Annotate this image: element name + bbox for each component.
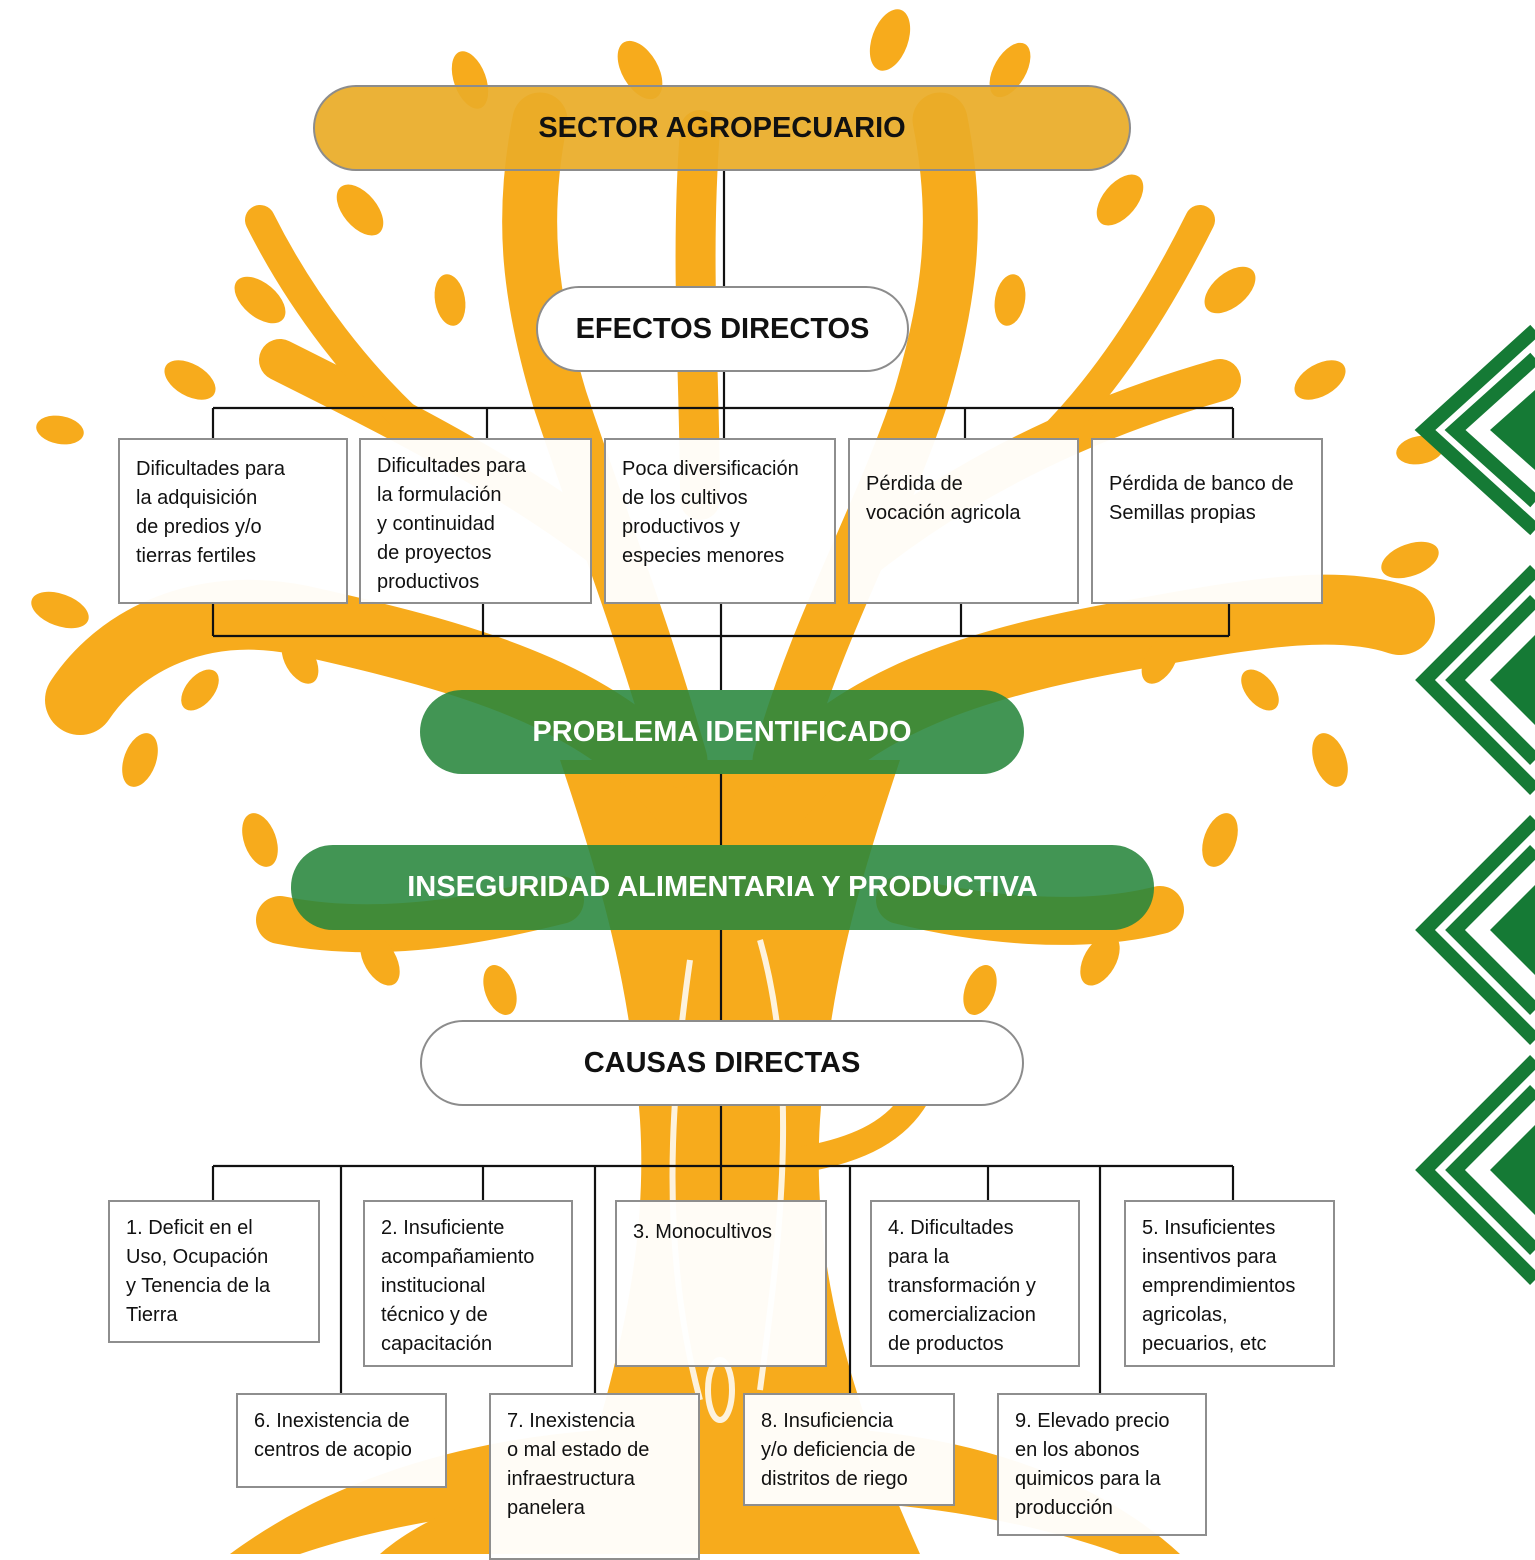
connector-lines [211,170,1235,1393]
effect-box-1: Dificultades para la adquisición de pred… [118,438,348,604]
cause-box-6: 6. Inexistencia de centros de acopio [236,1393,447,1488]
cause-box-9: 9. Elevado precio en los abonos quimicos… [997,1393,1207,1536]
cause-box-2: 2. Insuficiente acompañamiento instituci… [363,1200,573,1367]
problem-statement-pill: INSEGURIDAD ALIMENTARIA Y PRODUCTIVA [291,845,1154,930]
cause-box-8: 8. Insuficiencia y/o deficiencia de dist… [743,1393,955,1506]
effect-box-2: Dificultades para la formulación y conti… [359,438,592,604]
causes-title-pill: CAUSAS DIRECTAS [420,1020,1024,1106]
effect-box-5: Pérdida de banco de Semillas propias [1091,438,1323,604]
decorative-chevrons [1414,324,1535,1285]
problem-label-pill: PROBLEMA IDENTIFICADO [420,690,1024,774]
cause-box-1: 1. Deficit en el Uso, Ocupación y Tenenc… [108,1200,320,1343]
effect-box-3: Poca diversificación de los cultivos pro… [604,438,836,604]
chevron-fills [1490,390,1535,1215]
tree-leaves [31,9,1444,1015]
effects-title-pill: EFECTOS DIRECTOS [536,286,909,372]
sector-pill: SECTOR AGROPECUARIO [313,85,1131,171]
cause-box-7: 7. Inexistencia o mal estado de infraest… [489,1393,700,1560]
cause-box-5: 5. Insuficientes insentivos para emprend… [1124,1200,1335,1367]
cause-box-4: 4. Dificultades para la transformación y… [870,1200,1080,1367]
cause-box-3: 3. Monocultivos [615,1200,827,1367]
effect-box-4: Pérdida de vocación agricola [848,438,1079,604]
